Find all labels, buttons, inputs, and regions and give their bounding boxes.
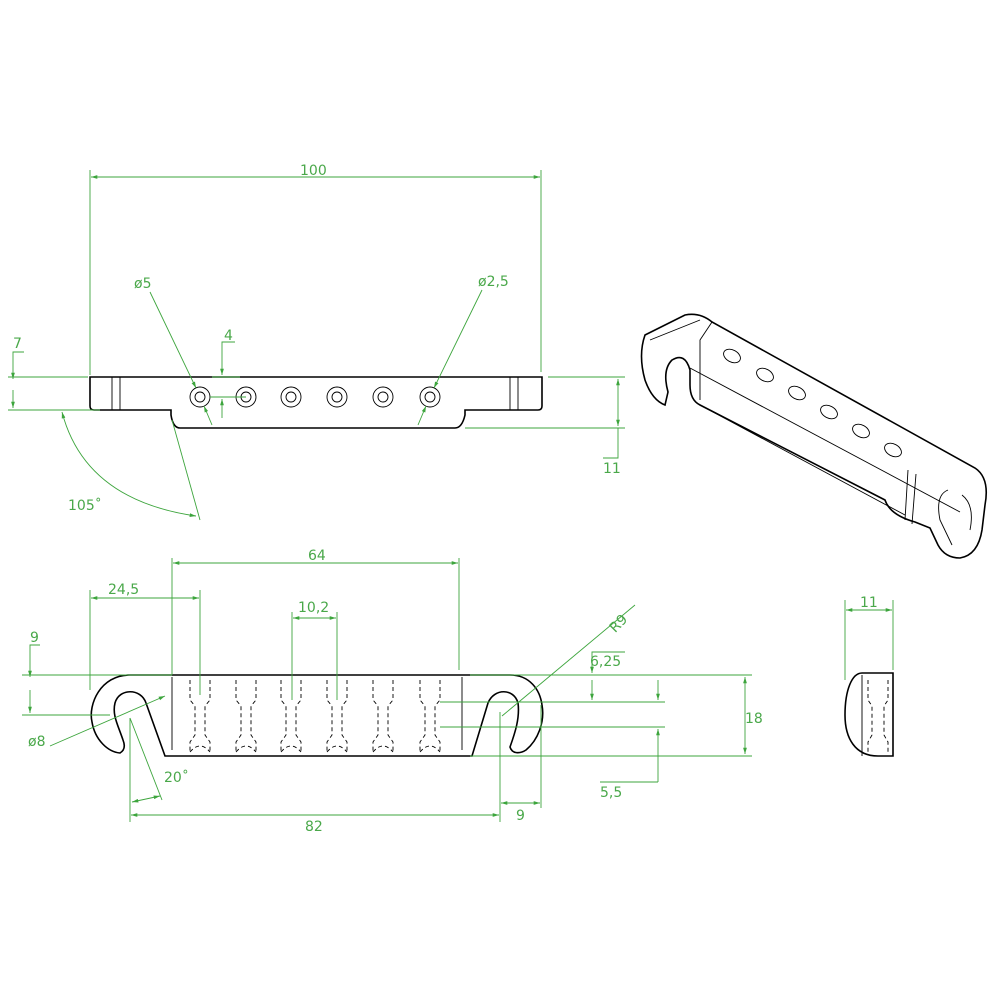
dim-label: 9: [30, 630, 39, 646]
dim-9-left: 9: [22, 630, 172, 716]
hole: [372, 386, 394, 408]
dim-label: 7: [13, 336, 22, 352]
dim-100: 100: [89, 163, 542, 375]
dim-label: 82: [305, 819, 323, 835]
dim-label: 9: [516, 808, 525, 824]
dim-angle-105: 105˚: [61, 411, 201, 521]
dim-82: 82: [129, 712, 501, 835]
dim-6-25: 6,25: [440, 651, 752, 703]
dim-angle-20: 20˚: [129, 717, 189, 803]
hole: [189, 386, 211, 408]
dim-label: 6,25: [590, 654, 621, 670]
dim-18: 18: [470, 677, 763, 757]
dim-10-2: 10,2: [291, 600, 338, 700]
dim-hook-diameter: ø8: [28, 695, 166, 750]
dim-label: 4: [224, 328, 233, 344]
dim-24-5: 24,5: [89, 582, 201, 695]
dim-label: 11: [860, 595, 878, 611]
dim-hole-small: ø2,5: [417, 274, 509, 426]
end-lines: [111, 377, 519, 410]
dim-label: 64: [308, 548, 326, 564]
dim-label: 18: [745, 711, 763, 727]
hole: [280, 386, 302, 408]
front-view-outline: [90, 674, 544, 757]
slot: [235, 680, 257, 753]
dim-label: 10,2: [298, 600, 329, 616]
dim-hole-large: ø5: [134, 276, 213, 426]
slot: [189, 680, 211, 753]
dim-label: 100: [300, 163, 327, 179]
string-slots: [189, 680, 441, 753]
dim-label: ø2,5: [478, 274, 509, 290]
hole: [419, 386, 441, 408]
dim-label: ø5: [134, 276, 151, 292]
dim-5-5: 5,5: [440, 680, 665, 801]
dim-label: 24,5: [108, 582, 139, 598]
dim-label: R9: [607, 612, 631, 636]
iso-holes: [723, 348, 902, 458]
isometric-view: [640, 313, 988, 559]
dim-label: 105˚: [68, 497, 102, 514]
dim-4: 4: [210, 328, 246, 418]
slot: [419, 680, 441, 753]
dim-label: ø8: [28, 734, 45, 750]
slot: [280, 680, 302, 753]
slot: [326, 680, 348, 753]
dim-label: 11: [603, 461, 621, 477]
side-view: 11: [844, 595, 894, 757]
dim-64: 64: [171, 548, 460, 675]
top-view: 100 ø5 ø2,5 4 7: [8, 163, 625, 521]
dim-7: 7: [8, 336, 100, 411]
slot: [372, 680, 394, 753]
front-view: 64 24,5 10,2 9 ø8 R9: [22, 548, 763, 835]
dim-11-top: 11: [465, 376, 625, 477]
hole: [326, 386, 348, 408]
dim-label: 5,5: [600, 785, 622, 801]
dim-label: 20˚: [164, 769, 189, 786]
dim-9-right: 9: [501, 705, 542, 824]
top-view-outline: [89, 376, 543, 429]
